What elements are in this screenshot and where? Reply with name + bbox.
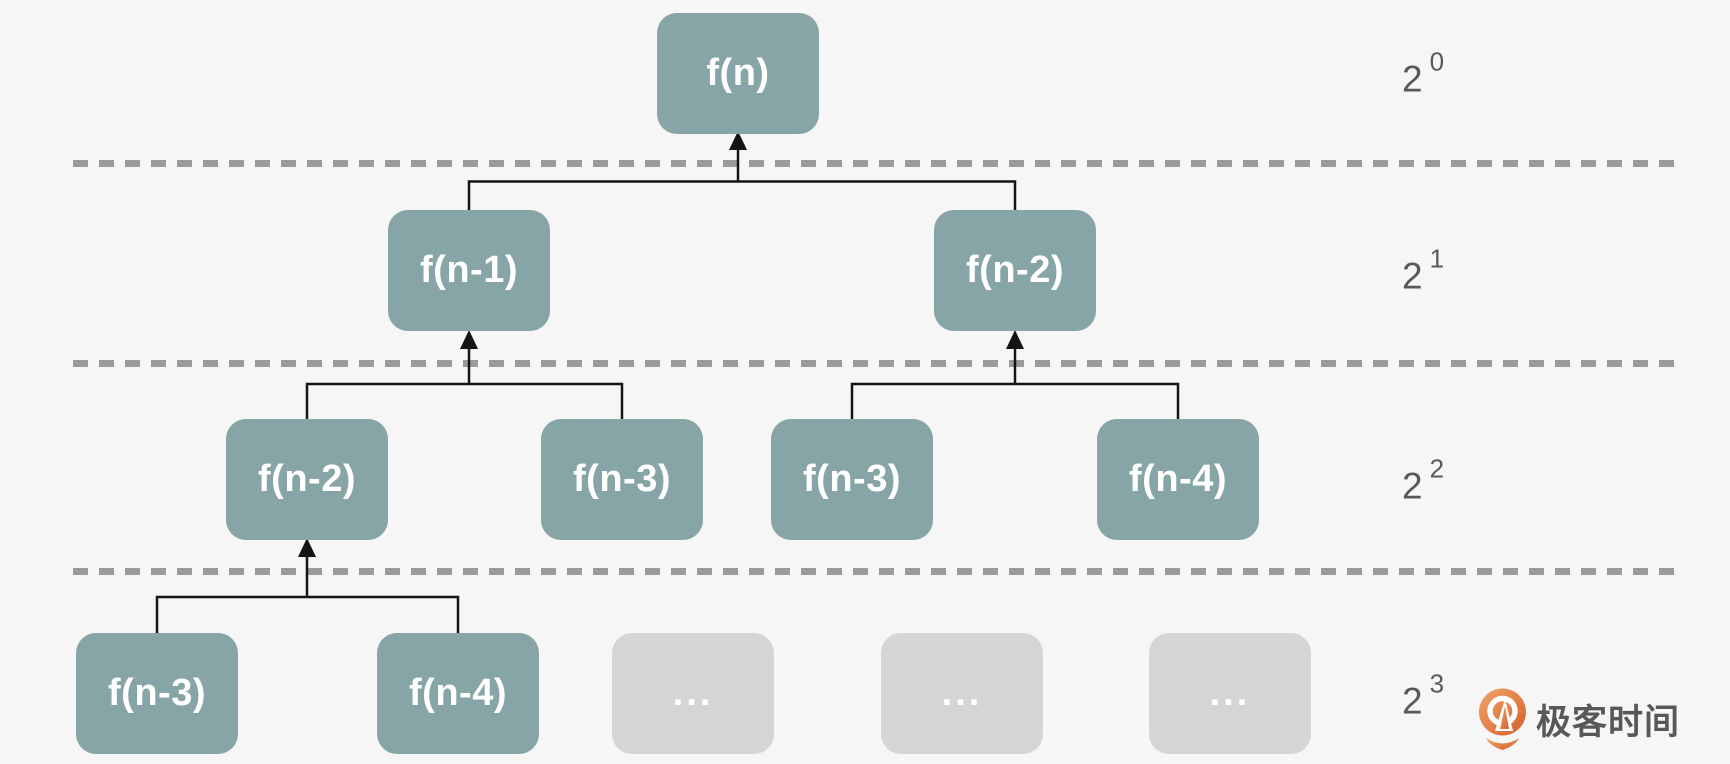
level-label-exponent: 0: [1429, 46, 1445, 77]
connector-edges: [155, 148, 1180, 635]
connector-edge: [305, 382, 624, 422]
up-arrow-icon: [298, 538, 316, 557]
tree-node-l3-f-n-4: f(n-4): [377, 633, 539, 754]
level-label-base: 2: [1402, 58, 1423, 100]
tree-node-placeholder: ...: [881, 633, 1043, 754]
up-arrow-icon: [729, 131, 747, 150]
tree-node-l2-f-n-4: f(n-4): [1097, 419, 1259, 540]
level-label-base: 2: [1402, 255, 1423, 297]
tree-node-label: f(n-3): [803, 458, 901, 500]
tree-node-placeholder: ...: [1149, 633, 1311, 754]
connector-edge: [155, 595, 460, 635]
level-label-base: 2: [1402, 465, 1423, 507]
tree-node-label: ...: [941, 672, 983, 714]
tree-node-label: f(n-4): [1129, 458, 1227, 500]
tree-node-label: f(n): [706, 52, 770, 94]
tree-node-label: f(n-2): [258, 458, 356, 500]
connector-edge: [850, 382, 1180, 422]
level-label-base: 2: [1402, 680, 1423, 722]
level-count-label-3: 2 3: [1402, 671, 1444, 722]
tree-node-label: f(n-3): [108, 672, 206, 714]
geektime-logo-icon: [1479, 688, 1526, 750]
level-count-label-1: 2 1: [1402, 246, 1444, 297]
up-arrow-icon: [460, 330, 478, 349]
level-divider-line: [73, 360, 1675, 367]
level-divider-line: [73, 160, 1675, 167]
level-label-exponent: 3: [1429, 668, 1445, 699]
tree-node-label: f(n-2): [966, 249, 1064, 291]
arrowheads: [298, 131, 1024, 557]
connector-edge: [467, 180, 1017, 212]
tree-node-l2-f-n-3-b: f(n-3): [771, 419, 933, 540]
tree-node-label: f(n-4): [409, 672, 507, 714]
level-label-exponent: 2: [1429, 453, 1445, 484]
tree-node-l1-f-n-2: f(n-2): [934, 210, 1096, 331]
tree-node-l2-f-n-3-a: f(n-3): [541, 419, 703, 540]
tree-node-placeholder: ...: [612, 633, 774, 754]
level-count-label-2: 2 2: [1402, 456, 1444, 507]
tree-node-label: ...: [672, 672, 714, 714]
level-count-label-0: 2 0: [1402, 49, 1444, 100]
tree-node-label: f(n-1): [420, 249, 518, 291]
tree-node-label: ...: [1209, 672, 1251, 714]
tree-node-l3-f-n-3: f(n-3): [76, 633, 238, 754]
geektime-logo: 极客时间: [1479, 688, 1680, 750]
tree-node-label: f(n-3): [573, 458, 671, 500]
up-arrow-icon: [1006, 330, 1024, 349]
tree-node-root-f-n: f(n): [657, 13, 819, 134]
level-label-exponent: 1: [1429, 243, 1445, 274]
geektime-logo-text: 极客时间: [1536, 702, 1681, 742]
tree-node-l2-f-n-2: f(n-2): [226, 419, 388, 540]
level-divider-line: [73, 568, 1675, 575]
tree-node-l1-f-n-1: f(n-1): [388, 210, 550, 331]
